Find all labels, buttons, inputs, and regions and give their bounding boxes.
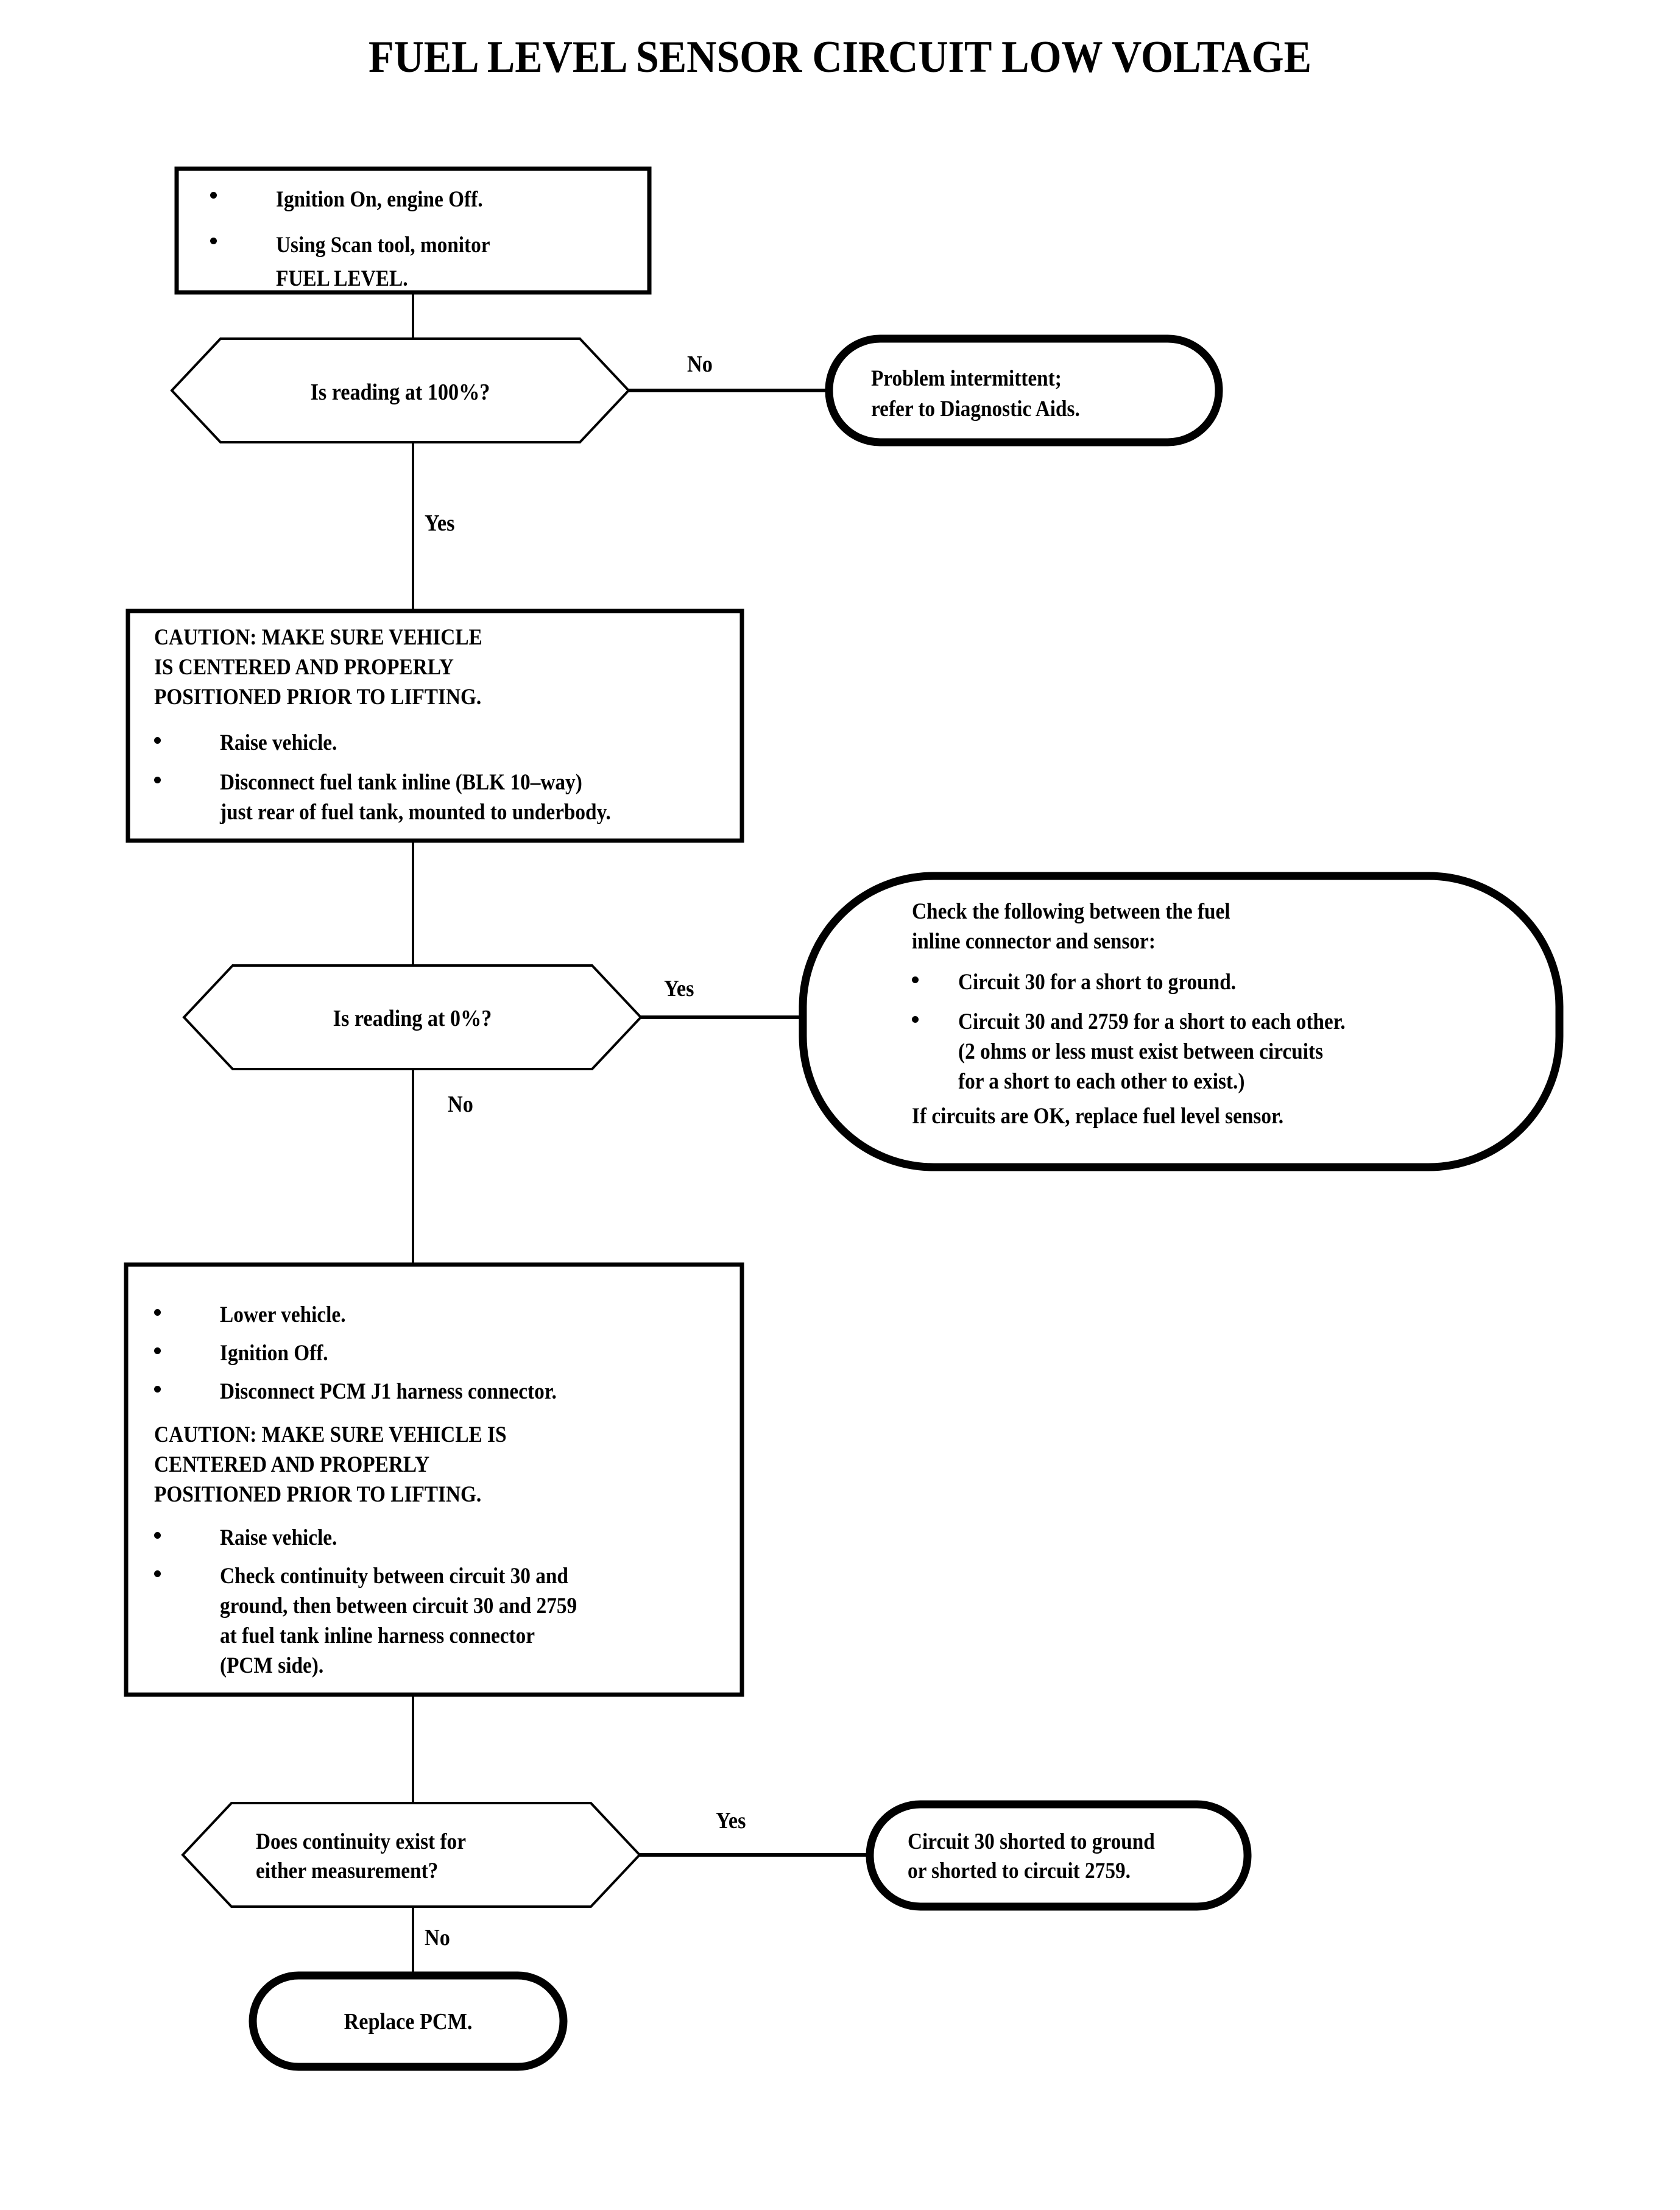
step1-bullet1-line1: Ignition On, engine Off. (276, 187, 483, 212)
terminator2-intro-line2: inline connector and sensor: (912, 929, 1156, 954)
step3-bullet5-line3: at fuel tank inline harness connector (220, 1623, 535, 1648)
list-item: Disconnect fuel tank inline (BLK 10–way)… (154, 768, 739, 827)
edge-label-decision1-yes: Yes (425, 510, 455, 536)
step1-bullet2-line1: Using Scan tool, monitor (276, 233, 490, 258)
step3-content: Lower vehicle. Ignition Off. Disconnect … (154, 1278, 739, 1681)
decision3-label: Does continuity exist for either measure… (256, 1827, 634, 1886)
decision1-label: Is reading at 100%? (172, 379, 629, 406)
terminator2-bullet1-line1: Circuit 30 for a short to ground. (958, 970, 1237, 995)
step3-caution-line2: CENTERED AND PROPERLY (154, 1452, 430, 1477)
list-item: Using Scan tool, monitor FUEL LEVEL. (210, 228, 637, 295)
step3-bullet2-line1: Ignition Off. (220, 1341, 328, 1366)
terminator2-bullet2-line3: for a short to each other to exist.) (958, 1069, 1245, 1094)
step2-caution-line1: CAUTION: MAKE SURE VEHICLE (154, 625, 482, 650)
step3-bullet1-line1: Lower vehicle. (220, 1302, 346, 1327)
shape-decision2-hexagon (182, 964, 643, 1070)
step2-content: CAUTION: MAKE SURE VEHICLE IS CENTERED A… (154, 623, 739, 827)
bullet-icon (154, 776, 161, 783)
step3-caution-line3: POSITIONED PRIOR TO LIFTING. (154, 1482, 482, 1507)
step3-bullet5-line2: ground, then between circuit 30 and 2759 (220, 1594, 577, 1619)
list-item: Disconnect PCM J1 harness connector. (154, 1377, 739, 1407)
step3-bullet4-line1: Raise vehicle. (220, 1525, 337, 1550)
bullet-icon (154, 1570, 161, 1577)
bullet-icon (210, 237, 217, 244)
bullet-icon (912, 1015, 919, 1023)
shape-decision3-hexagon (181, 1802, 641, 1908)
decision3-line1: Does continuity exist for (256, 1829, 466, 1854)
decision3-line2: either measurement? (256, 1859, 439, 1883)
edge-label-decision3-yes: Yes (716, 1808, 746, 1834)
page-title: FUEL LEVEL SENSOR CIRCUIT LOW VOLTAGE (368, 32, 1311, 82)
decision1-text: Is reading at 100%? (310, 380, 490, 405)
terminator2-bullet2-line2: (2 ohms or less must exist between circu… (958, 1039, 1324, 1064)
terminator3-label: Circuit 30 shorted to ground or shorted … (908, 1827, 1249, 1886)
terminator4-text: Replace PCM. (344, 2009, 473, 2035)
decision2-text: Is reading at 0%? (333, 1006, 492, 1031)
bullet-icon (154, 736, 161, 744)
terminator1-line1: Problem intermittent; (871, 366, 1062, 391)
shape-step2-box (125, 609, 744, 843)
bullet-icon (912, 976, 919, 983)
list-item: Circuit 30 for a short to ground. (912, 967, 1527, 997)
decision2-label: Is reading at 0%? (184, 1005, 641, 1032)
list-item: Check continuity between circuit 30 and … (154, 1561, 739, 1681)
terminator1-label: Problem intermittent; refer to Diagnosti… (871, 364, 1218, 425)
list-item: Ignition Off. (154, 1338, 739, 1368)
edge-label-decision2-yes: Yes (664, 976, 694, 1001)
step2-caution-line2: IS CENTERED AND PROPERLY (154, 655, 454, 680)
terminator2-bullet2-line1: Circuit 30 and 2759 for a short to each … (958, 1009, 1346, 1034)
terminator2-intro-line1: Check the following between the fuel (912, 899, 1230, 924)
edge-label-decision2-no: No (448, 1092, 473, 1117)
step3-bullet5-line4: (PCM side). (220, 1653, 324, 1678)
bullet-icon (210, 191, 217, 199)
step2-bullet2-line1: Disconnect fuel tank inline (BLK 10–way) (220, 770, 582, 795)
terminator4-label: Replace PCM. (253, 2008, 563, 2035)
shape-terminator4 (249, 1971, 568, 2071)
step1-content: Ignition On, engine Off. Using Scan tool… (210, 183, 637, 295)
bullet-icon (154, 1347, 161, 1354)
terminator3-line1: Circuit 30 shorted to ground (908, 1829, 1155, 1854)
shape-terminator3 (866, 1800, 1252, 1911)
step1-bullet2-line2: FUEL LEVEL. (276, 266, 408, 291)
list-item: Raise vehicle. (154, 728, 739, 758)
shape-step3-box (124, 1262, 744, 1697)
shape-terminator2-oval (799, 872, 1564, 1171)
edge-label-decision1-no: No (687, 351, 713, 377)
step2-bullet1-line1: Raise vehicle. (220, 730, 337, 755)
edge-label-decision3-no: No (425, 1925, 450, 1951)
list-item: Lower vehicle. (154, 1300, 739, 1330)
bullet-icon (154, 1531, 161, 1539)
shape-step1-box (174, 166, 652, 295)
terminator1-line2: refer to Diagnostic Aids. (871, 397, 1080, 422)
bullet-icon (154, 1308, 161, 1316)
terminator3-line2: or shorted to circuit 2759. (908, 1859, 1131, 1883)
list-item: Raise vehicle. (154, 1523, 739, 1553)
terminator2-outro-line1: If circuits are OK, replace fuel level s… (912, 1104, 1284, 1129)
step3-caution-line1: CAUTION: MAKE SURE VEHICLE IS (154, 1422, 507, 1447)
step2-caution-line3: POSITIONED PRIOR TO LIFTING. (154, 685, 482, 710)
bullet-icon (154, 1385, 161, 1393)
shape-terminator1 (825, 334, 1223, 447)
list-item: Circuit 30 and 2759 for a short to each … (912, 1007, 1527, 1096)
shape-decision1-hexagon (170, 337, 630, 443)
step2-bullet2-line2: just rear of fuel tank, mounted to under… (220, 800, 611, 825)
step3-bullet3-line1: Disconnect PCM J1 harness connector. (220, 1379, 557, 1404)
list-item: Ignition On, engine Off. (210, 183, 637, 216)
step3-bullet5-line1: Check continuity between circuit 30 and (220, 1564, 568, 1589)
terminator2-content: Check the following between the fuel inl… (912, 897, 1527, 1131)
